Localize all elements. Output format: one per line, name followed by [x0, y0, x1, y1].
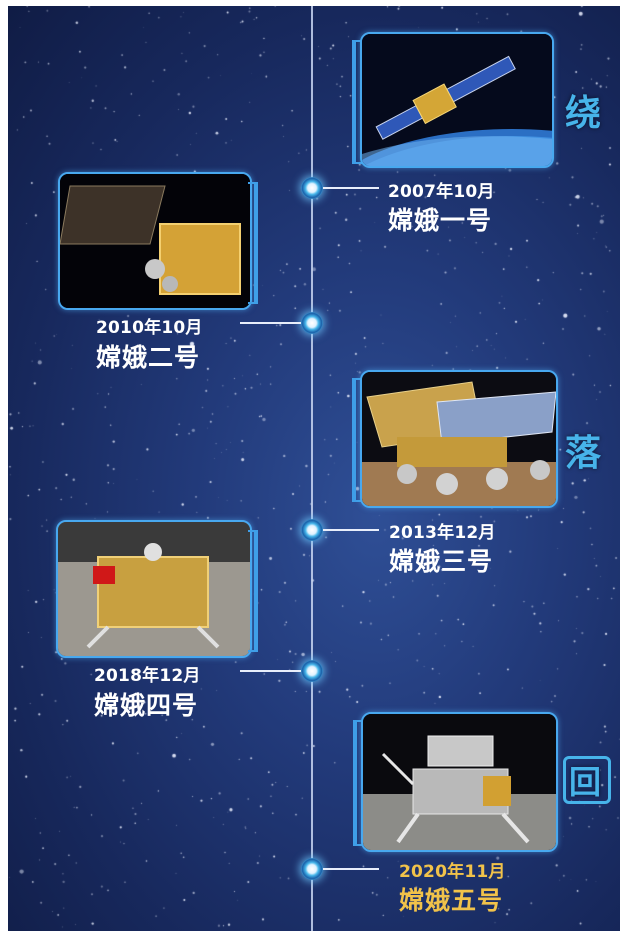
- mission-2-image: [58, 172, 252, 310]
- frame-bracket: [353, 720, 363, 846]
- timeline-axis: [311, 6, 313, 931]
- mission-2-name: 嫦娥二号: [96, 343, 201, 372]
- mission-2-date: 2010年10月: [96, 318, 203, 338]
- mission-1-image: [360, 32, 554, 168]
- orbiter-satellite-picture: [362, 34, 552, 166]
- connector-5: [323, 868, 379, 870]
- connector-3: [323, 529, 379, 531]
- mission-3-name: 嫦娥三号: [389, 547, 494, 576]
- timeline-node-2: [301, 312, 323, 334]
- frame-bracket: [248, 182, 258, 304]
- mission-3-date: 2013年12月: [389, 523, 496, 543]
- mission-1-name: 嫦娥一号: [388, 206, 493, 235]
- frame-bracket: [352, 40, 362, 164]
- frame-bracket: [352, 378, 362, 502]
- lunar-lander-picture: [58, 522, 250, 656]
- timeline-node-4: [301, 660, 323, 682]
- timeline-poster: 绕 落 回 2007年10月 嫦娥一号: [8, 6, 620, 931]
- timeline-node-3: [301, 519, 323, 541]
- mission-1-date: 2007年10月: [388, 182, 495, 202]
- timeline-node-5: [301, 858, 323, 880]
- stage-label-return: 回: [569, 763, 602, 801]
- mission-5-name: 嫦娥五号: [399, 886, 504, 915]
- mission-4-image: [56, 520, 252, 658]
- lunar-sample-return-lander-picture: [363, 714, 556, 850]
- stage-label-orbit: 绕: [565, 93, 602, 134]
- stage-label-return-frame: [563, 756, 611, 804]
- mission-4-name: 嫦娥四号: [94, 691, 199, 720]
- timeline-node-1: [301, 177, 323, 199]
- connector-2: [240, 322, 301, 324]
- connector-4: [240, 670, 301, 672]
- lunar-rover-picture: [362, 372, 556, 506]
- connector-1: [323, 187, 379, 189]
- mission-3-image: [360, 370, 558, 508]
- mission-4-date: 2018年12月: [94, 666, 201, 686]
- frame-bracket: [248, 530, 258, 652]
- orbiter-satellite-picture: [60, 174, 250, 308]
- mission-5-date: 2020年11月: [399, 862, 506, 882]
- mission-5-image: [361, 712, 558, 852]
- stage-label-land: 落: [565, 433, 602, 474]
